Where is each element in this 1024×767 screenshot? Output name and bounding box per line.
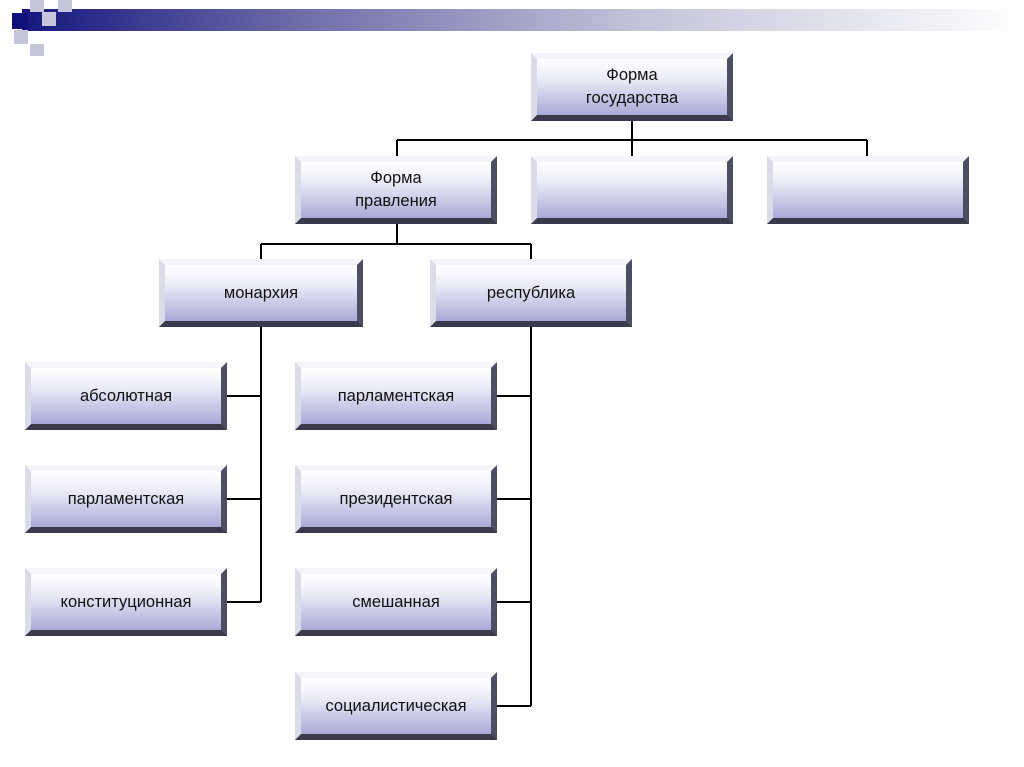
node-monarchy: монархия [159,259,363,327]
node-label: республика [486,283,576,302]
node-label: абсолютная [79,386,173,405]
decor-square-dark [12,13,28,29]
decor-square-light [42,12,56,26]
node-republic-type: социалистическая [295,672,497,740]
node-label: парламентская [337,386,455,405]
node-republic-type: смешанная [295,568,497,636]
node-monarchy-type: абсолютная [25,362,227,430]
node-label: смешанная [352,592,440,611]
node-empty-1 [531,156,733,224]
node-label: социалистическая [325,696,467,715]
decor-square-light [30,0,44,12]
node-republic: республика [430,259,632,327]
node-monarchy-type: конституционная [25,568,227,636]
node-label: Форма правления [355,169,437,210]
node-label: конституционная [60,592,192,611]
node-monarchy-type: парламентская [25,465,227,533]
node-empty-2 [767,156,969,224]
decor-square-light [30,44,44,56]
node-label: монархия [223,283,299,302]
header-gradient-bar [22,9,1024,31]
decor-square-light [14,30,28,44]
node-label: Форма государства [585,66,679,107]
node-government-form: Форма правления [295,156,497,224]
node-republic-type: парламентская [295,362,497,430]
node-label: президентская [339,489,453,508]
node-republic-type: президентская [295,465,497,533]
node-label: парламентская [67,489,185,508]
decor-square-light [58,0,72,12]
node-state-form: Форма государства [531,53,733,121]
